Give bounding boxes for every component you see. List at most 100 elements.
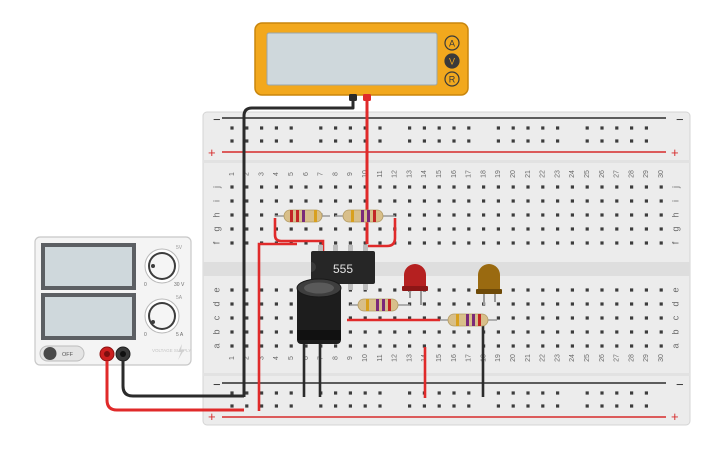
terminal-hole[interactable]: [408, 227, 412, 231]
terminal-hole[interactable]: [496, 330, 500, 334]
terminal-hole[interactable]: [630, 199, 634, 203]
rail-hole[interactable]: [348, 404, 352, 408]
terminal-hole[interactable]: [659, 227, 663, 231]
breadboard[interactable]: − − + + − − + + 112233445566778899101011…: [202, 111, 691, 426]
multimeter-mode-v-button[interactable]: V: [444, 53, 460, 69]
rail-hole[interactable]: [644, 391, 648, 395]
terminal-hole[interactable]: [570, 302, 574, 306]
terminal-hole[interactable]: [304, 227, 308, 231]
terminal-hole[interactable]: [230, 199, 234, 203]
terminal-hole[interactable]: [511, 288, 515, 292]
terminal-hole[interactable]: [408, 199, 412, 203]
terminal-hole[interactable]: [556, 241, 560, 245]
rail-hole[interactable]: [437, 139, 441, 143]
terminal-hole[interactable]: [230, 241, 234, 245]
terminal-hole[interactable]: [289, 302, 293, 306]
terminal-hole[interactable]: [260, 227, 264, 231]
terminal-hole[interactable]: [630, 227, 634, 231]
terminal-hole[interactable]: [422, 302, 426, 306]
terminal-hole[interactable]: [570, 316, 574, 320]
terminal-hole[interactable]: [245, 185, 249, 189]
terminal-hole[interactable]: [245, 330, 249, 334]
supply-negative-wire[interactable]: [121, 361, 244, 398]
terminal-hole[interactable]: [644, 330, 648, 334]
terminal-hole[interactable]: [408, 316, 412, 320]
terminal-hole[interactable]: [467, 330, 471, 334]
rail-hole[interactable]: [615, 139, 619, 143]
terminal-hole[interactable]: [334, 241, 338, 245]
terminal-hole[interactable]: [511, 241, 515, 245]
terminal-hole[interactable]: [482, 213, 486, 217]
rail-hole[interactable]: [378, 404, 382, 408]
terminal-hole[interactable]: [630, 330, 634, 334]
rail-hole[interactable]: [644, 139, 648, 143]
terminal-hole[interactable]: [585, 316, 589, 320]
terminal-hole[interactable]: [334, 199, 338, 203]
rail-hole[interactable]: [319, 404, 323, 408]
rail-hole[interactable]: [289, 404, 293, 408]
terminal-hole[interactable]: [600, 241, 604, 245]
terminal-hole[interactable]: [422, 199, 426, 203]
terminal-hole[interactable]: [437, 330, 441, 334]
terminal-hole[interactable]: [526, 302, 530, 306]
terminal-hole[interactable]: [260, 199, 264, 203]
terminal-hole[interactable]: [615, 241, 619, 245]
rail-hole[interactable]: [245, 404, 249, 408]
terminal-hole[interactable]: [644, 185, 648, 189]
rail-hole[interactable]: [245, 139, 249, 143]
terminal-hole[interactable]: [422, 316, 426, 320]
rail-hole[interactable]: [541, 391, 545, 395]
terminal-hole[interactable]: [556, 344, 560, 348]
terminal-hole[interactable]: [526, 227, 530, 231]
terminal-hole[interactable]: [348, 185, 352, 189]
terminal-hole[interactable]: [230, 344, 234, 348]
terminal-hole[interactable]: [378, 330, 382, 334]
rail-hole[interactable]: [437, 404, 441, 408]
terminal-hole[interactable]: [570, 288, 574, 292]
terminal-hole[interactable]: [437, 185, 441, 189]
terminal-hole[interactable]: [467, 302, 471, 306]
electrolytic-capacitor[interactable]: [296, 278, 342, 344]
rail-hole[interactable]: [422, 404, 426, 408]
terminal-hole[interactable]: [585, 227, 589, 231]
rail-hole[interactable]: [334, 404, 338, 408]
terminal-hole[interactable]: [274, 302, 278, 306]
rail-hole[interactable]: [556, 391, 560, 395]
terminal-hole[interactable]: [260, 288, 264, 292]
terminal-hole[interactable]: [437, 344, 441, 348]
terminal-hole[interactable]: [526, 213, 530, 217]
terminal-hole[interactable]: [526, 185, 530, 189]
terminal-hole[interactable]: [659, 241, 663, 245]
terminal-hole[interactable]: [600, 227, 604, 231]
terminal-hole[interactable]: [378, 288, 382, 292]
terminal-hole[interactable]: [556, 185, 560, 189]
terminal-hole[interactable]: [408, 302, 412, 306]
terminal-hole[interactable]: [570, 330, 574, 334]
rail-hole[interactable]: [378, 126, 382, 130]
rail-hole[interactable]: [467, 391, 471, 395]
rail-hole[interactable]: [289, 391, 293, 395]
terminal-hole[interactable]: [334, 227, 338, 231]
terminal-hole[interactable]: [496, 185, 500, 189]
rail-hole[interactable]: [348, 391, 352, 395]
rail-hole[interactable]: [260, 139, 264, 143]
terminal-hole[interactable]: [408, 330, 412, 334]
terminal-hole[interactable]: [363, 344, 367, 348]
terminal-hole[interactable]: [467, 227, 471, 231]
supply-positive-wire[interactable]: [105, 361, 244, 412]
terminal-hole[interactable]: [393, 344, 397, 348]
rail-hole[interactable]: [378, 391, 382, 395]
terminal-hole[interactable]: [482, 199, 486, 203]
terminal-hole[interactable]: [585, 288, 589, 292]
terminal-hole[interactable]: [511, 213, 515, 217]
terminal-hole[interactable]: [585, 344, 589, 348]
terminal-hole[interactable]: [437, 213, 441, 217]
rail-hole[interactable]: [334, 126, 338, 130]
terminal-hole[interactable]: [600, 199, 604, 203]
terminal-hole[interactable]: [319, 185, 323, 189]
terminal-hole[interactable]: [452, 185, 456, 189]
terminal-hole[interactable]: [570, 185, 574, 189]
terminal-hole[interactable]: [304, 344, 308, 348]
rail-hole[interactable]: [615, 126, 619, 130]
terminal-hole[interactable]: [556, 288, 560, 292]
